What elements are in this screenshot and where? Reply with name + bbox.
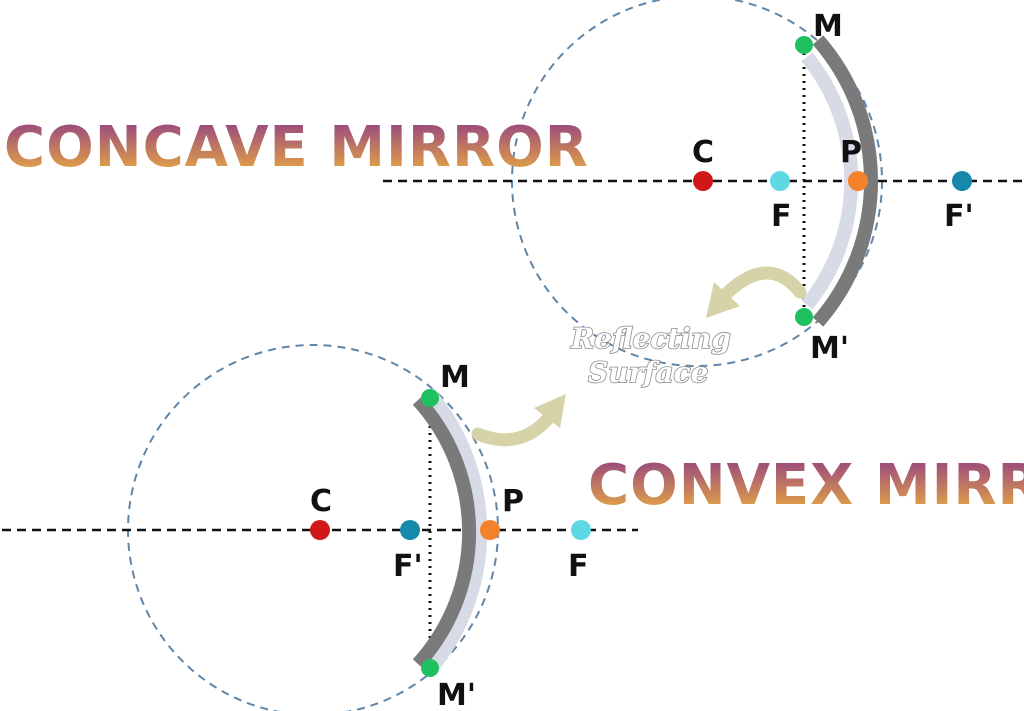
convex-label-m: M [440, 360, 470, 395]
concave-mirror-dark-surface [812, 35, 879, 327]
convex-label-f-prime: F' [393, 549, 423, 584]
convex-label-p: P [502, 484, 524, 519]
reflecting-surface-label-line2: Surface [588, 356, 708, 389]
concave-label-m: M [813, 9, 843, 44]
convex-label-c: C [310, 484, 332, 519]
convex-point-p [480, 520, 500, 540]
convex-mirror-light-surface [422, 387, 488, 677]
convex-mirror-title: CONVEX MIRROR [588, 453, 1024, 518]
concave-point-m-prime [795, 308, 813, 326]
concave-point-f [770, 171, 790, 191]
concave-mirror-title: CONCAVE MIRROR [4, 115, 589, 180]
convex-point-f [571, 520, 591, 540]
concave-point-p [848, 171, 868, 191]
convex-mirror-dark-surface [412, 395, 477, 669]
concave-label-c: C [692, 135, 714, 170]
concave-label-m-prime: M' [810, 331, 849, 366]
concave-label-f-prime: F' [944, 199, 974, 234]
convex-label-f: F [568, 549, 589, 584]
concave-point-m [795, 36, 813, 54]
concave-point-f-prime [952, 171, 972, 191]
concave-mirror-light-surface [801, 52, 859, 310]
reflecting-surface-label-line1: Reflecting [570, 322, 731, 355]
convex-point-m [421, 389, 439, 407]
concave-mirror-group: M M' C F P F' [383, 0, 1022, 367]
convex-point-c [310, 520, 330, 540]
concave-label-p: P [840, 135, 862, 170]
concave-label-f: F [771, 199, 792, 234]
convex-mirror-group: M M' C F' P F [2, 344, 638, 711]
concave-point-c [693, 171, 713, 191]
concave-reflecting-arrow-icon [706, 266, 807, 318]
convex-reflecting-arrow-icon [471, 394, 566, 447]
convex-point-f-prime [400, 520, 420, 540]
convex-label-m-prime: M' [437, 678, 476, 711]
convex-point-m-prime [421, 659, 439, 677]
